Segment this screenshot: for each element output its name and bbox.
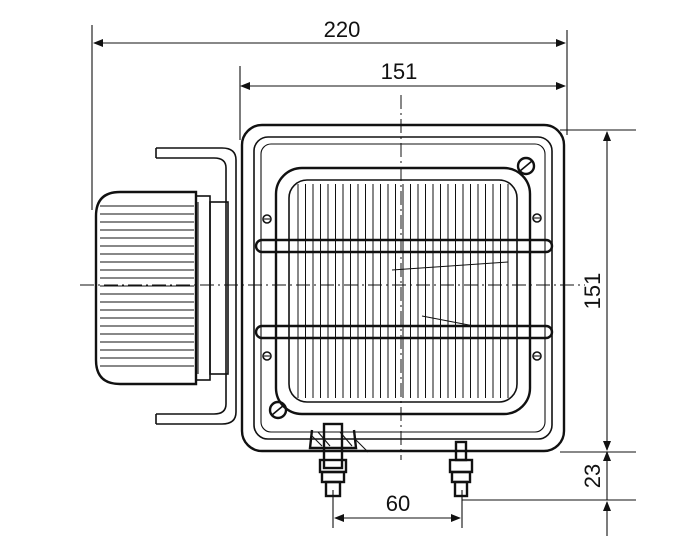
rivet-lower-right — [532, 351, 542, 361]
protective-bar-lower — [254, 324, 554, 340]
rivet-lower-left — [262, 351, 272, 361]
dimension-terminal-length — [462, 451, 636, 536]
rivet-upper-right — [532, 213, 542, 223]
dimension-label-overall-width: 220 — [324, 17, 361, 42]
dimension-housing-width — [239, 66, 566, 140]
dimension-label-housing-height: 151 — [580, 273, 605, 310]
dimension-overall-width — [91, 25, 568, 210]
terminal-left — [308, 422, 369, 498]
screw-bottom-left — [268, 400, 288, 420]
protective-bar-upper — [254, 238, 554, 254]
lens-grille — [274, 166, 532, 416]
rivet-upper-left — [262, 214, 272, 224]
lamp-housing — [240, 123, 566, 453]
dimension-label-housing-width: 151 — [381, 59, 418, 84]
dimension-housing-height — [560, 129, 636, 453]
rear-lamp-body — [94, 190, 229, 386]
screw-top-right — [516, 156, 536, 176]
mounting-bracket — [155, 147, 237, 425]
terminal-right — [448, 440, 474, 498]
dimension-label-terminal-spacing: 60 — [386, 491, 410, 516]
dimension-label-terminal-length: 23 — [580, 464, 605, 488]
